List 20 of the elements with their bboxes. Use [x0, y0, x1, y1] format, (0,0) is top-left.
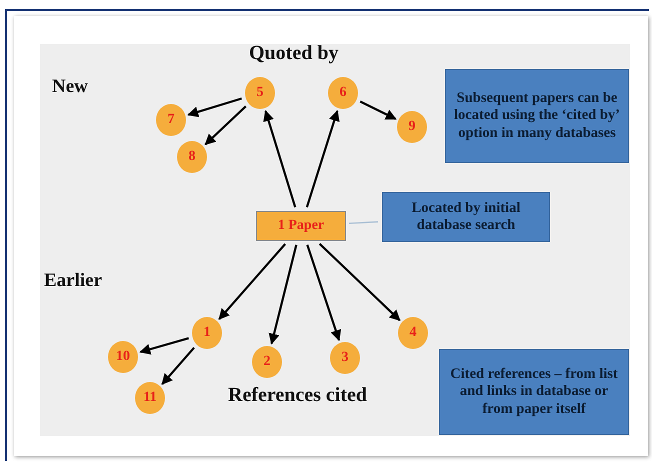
arrow: [218, 243, 286, 320]
arrow: [360, 100, 397, 120]
arrow: [268, 244, 298, 345]
arrow: [306, 244, 342, 342]
paper-box: 1 Paper: [256, 211, 346, 241]
section-label: New: [52, 76, 88, 98]
section-heading: Quoted by: [249, 42, 338, 65]
arrow: [187, 97, 242, 118]
section-label: Earlier: [44, 270, 102, 292]
connector-line: [348, 221, 378, 224]
callout-box: Located by initial database search: [382, 192, 550, 242]
arrow: [318, 243, 400, 322]
callout-box: Cited references – from list and links in database or from paper itself: [439, 349, 629, 435]
callout-box: Subsequent papers can be located using the ‘cited by’ option in many databases: [445, 69, 629, 163]
arrow: [204, 106, 247, 146]
arrow: [263, 110, 296, 208]
arrow: [161, 346, 195, 385]
section-heading: References cited: [228, 384, 368, 407]
arrow: [306, 110, 340, 208]
arrow: [139, 337, 189, 355]
